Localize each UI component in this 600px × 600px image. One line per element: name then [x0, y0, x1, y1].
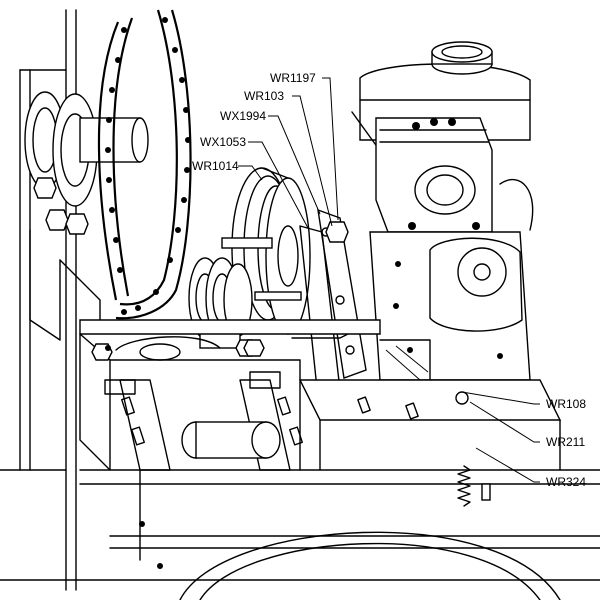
engine [351, 41, 534, 381]
chain-links [105, 17, 191, 315]
callout-wr211: WR211 [546, 435, 585, 449]
leader-lines [238, 77, 540, 483]
callout-wx1053: WX1053 [200, 135, 246, 149]
tension-spring [455, 391, 491, 507]
base-frame [79, 319, 600, 600]
callout-wr103: WR103 [244, 89, 284, 103]
small-pulley [188, 257, 257, 357]
callout-wr1014: WR1014 [192, 159, 239, 173]
callout-labels: WR1197 WR103 WX1994 WX1053 WR1014 WR108 … [192, 71, 586, 489]
roller-chain [97, 9, 192, 320]
left-pulley-assembly [24, 91, 149, 341]
callout-wr1197: WR1197 [270, 71, 316, 85]
callout-wx1994: WX1994 [220, 109, 266, 123]
callout-wr108: WR108 [546, 397, 586, 411]
callout-wr324: WR324 [546, 475, 586, 489]
